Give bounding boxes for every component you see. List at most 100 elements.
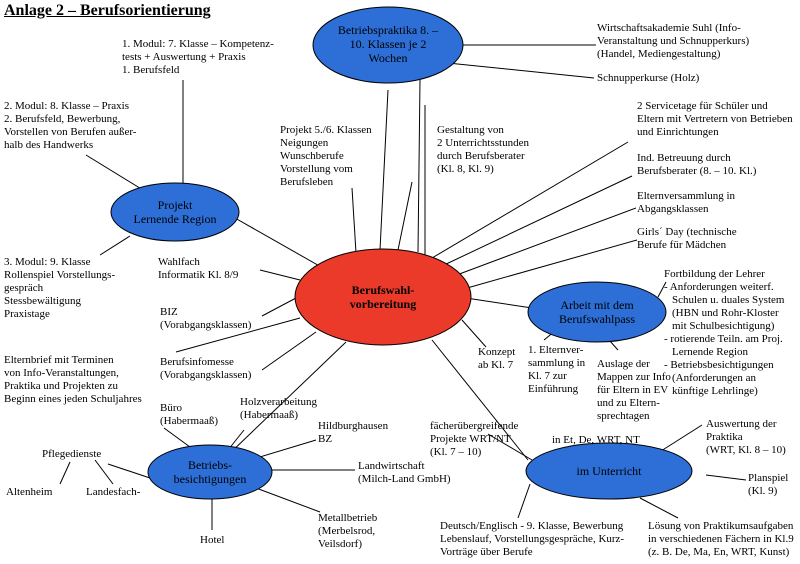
- auslage-line-2: Mappen zur Info: [597, 371, 671, 383]
- landwirt-line-1: Landwirtschaft: [358, 460, 425, 472]
- label-landes: Landesfach-: [86, 486, 140, 499]
- faecher-line-2: Projekte WRT/NT: [430, 433, 511, 445]
- auslage-line-3: für Eltern in EV: [597, 384, 669, 396]
- modul3-line-3: gespräch: [4, 282, 44, 294]
- label-modul1: 1. Modul: 7. Klasse – Kompetenz- tests +…: [122, 38, 274, 77]
- modul3-line-2: Rollenspiel Vorstellungs-: [4, 269, 116, 281]
- messe-line-2: (Vorabgangsklassen): [160, 369, 252, 381]
- elternvers-line-1: Elternversammlung in: [637, 190, 736, 202]
- arbeit-ellipse: [527, 281, 667, 343]
- label-elternvers: Elternversammlung in Abgangsklassen: [637, 190, 735, 216]
- auslage-line-1: Auslage der: [597, 358, 650, 370]
- page-title: Anlage 2 – Berufsorientierung: [4, 2, 211, 19]
- holz-line-1: Holzverarbeitung: [240, 396, 317, 408]
- biz-line-2: (Vorabgangsklassen): [160, 319, 252, 331]
- eltern1-line-2: sammlung in: [528, 357, 586, 369]
- fortbildung-line-6: - rotierende Teiln. am Proj.: [664, 333, 783, 345]
- besichtigungen-line-1: Betriebs-: [188, 458, 232, 472]
- deutsch-line-1: Deutsch/Englisch - 9. Klasse, Bewerbung: [440, 520, 624, 532]
- betriebspraktika-node: Betriebspraktika 8. – 10. Klassen je 2 W…: [318, 16, 458, 72]
- konzept-line-2: ab Kl. 7: [478, 359, 514, 371]
- auswertung-line-3: (WRT, Kl. 8 – 10): [706, 444, 786, 456]
- label-konzept: Konzept ab Kl. 7: [478, 346, 515, 372]
- auswertung-line-2: Praktika: [706, 431, 743, 443]
- loesung-line-2: in verschiedenen Fächern in Kl.9: [648, 533, 794, 545]
- fortbildung-line-9: (Anforderungen an: [672, 372, 756, 384]
- label-elternbrief: Elternbrief mit Terminen von Info-Verans…: [4, 354, 142, 406]
- label-girls: Girls´ Day (technische Berufe für Mädche…: [637, 226, 737, 252]
- label-altenheim: Altenheim: [6, 486, 52, 499]
- label-auswertung: Auswertung der Praktika (WRT, Kl. 8 – 10…: [706, 418, 786, 457]
- label-wahlfach: Wahlfach Informatik Kl. 8/9: [158, 256, 238, 282]
- modul1-line-2: tests + Auswertung + Praxis: [122, 51, 246, 63]
- gestaltung-line-3: durch Berufsberater: [437, 150, 525, 162]
- center-line-1: Berufswahl-: [351, 283, 415, 297]
- label-loesung: Lösung von Praktikumsaufgaben in verschi…: [648, 520, 794, 559]
- hotel-line-1: Hotel: [200, 534, 225, 546]
- altenheim-line-1: Altenheim: [6, 486, 53, 498]
- girls-line-2: Berufe für Mädchen: [637, 239, 727, 251]
- fortbildung-line-5: mit Schulbesichtigung): [672, 320, 775, 332]
- label-wirtschaft: Wirtschaftsakademie Suhl (Info- Veransta…: [597, 22, 749, 61]
- besichtigungen-node: Betriebs- besichtigungen: [155, 455, 265, 489]
- buero-line-2: (Habermaaß): [160, 415, 219, 427]
- faecher-line-1: fächerübergreifende: [430, 420, 519, 432]
- modul1-line-3: 1. Berufsfeld: [122, 64, 180, 76]
- arbeit-line-2: Berufswahlpass: [559, 312, 635, 326]
- label-messe: Berufsinfomesse (Vorabgangsklassen): [160, 356, 251, 382]
- modul2-line-1: 2. Modul: 8. Klasse – Praxis: [4, 100, 129, 112]
- loesung-line-1: Lösung von Praktikumsaufgaben: [648, 520, 794, 532]
- servicetage-line-3: und Einrichtungen: [637, 126, 719, 138]
- betriebspraktika-line-2: 10. Klassen je 2: [349, 37, 427, 51]
- label-projekt56: Projekt 5./6. Klassen Neigungen Wunschbe…: [280, 124, 372, 189]
- buero-line-1: Büro: [160, 402, 182, 414]
- wahlfach-line-2: Informatik Kl. 8/9: [158, 269, 239, 281]
- metall-line-2: (Merbelsrod,: [318, 525, 376, 537]
- projekt-node: Projekt Lernende Region: [118, 194, 232, 230]
- label-planspiel: Planspiel (Kl. 9): [748, 472, 788, 498]
- konzept-line-1: Konzept: [478, 346, 516, 358]
- label-metall: Metallbetrieb (Merbelsrod, Veilsdorf): [318, 512, 377, 551]
- label-landwirt: Landwirtschaft (Milch-Land GmbH): [358, 460, 451, 486]
- modul2-line-4: halb des Handwerks: [4, 139, 94, 151]
- wirtschaft-line-3: (Handel, Mediengestaltung): [597, 48, 721, 60]
- gestaltung-line-2: 2 Unterrichtsstunden: [437, 137, 529, 149]
- arbeit-line-1: Arbeit mit dem: [560, 298, 634, 312]
- elternbrief-line-2: von Info-Veranstaltungen,: [4, 367, 119, 379]
- elternvers-line-2: Abgangsklassen: [637, 203, 709, 215]
- unterricht-line-1: im Unterricht: [576, 464, 642, 478]
- label-servicetage: 2 Servicetage für Schüler und Eltern mit…: [637, 100, 793, 139]
- modul3-line-4: Stessbewältigung: [4, 295, 81, 307]
- fortbildung-line-2: - Anforderungen weiterf.: [664, 281, 774, 293]
- eltern1-line-3: Kl. 7 zur: [528, 370, 567, 382]
- inet-line-1: in Et, De, WRT, NT: [552, 434, 640, 446]
- projekt56-line-4: Vorstellung vom: [280, 163, 353, 175]
- projekt-line-2: Lernende Region: [133, 212, 217, 226]
- hildburg-line-1: Hildburghausen: [318, 420, 389, 432]
- planspiel-line-1: Planspiel: [748, 472, 789, 484]
- label-hotel: Hotel: [200, 534, 224, 547]
- fortbildung-line-8: - Betriebsbesichtigungen: [664, 359, 774, 371]
- projekt56-line-2: Neigungen: [280, 137, 329, 149]
- fortbildung-line-10: künftige Lehrlinge): [672, 385, 758, 397]
- unterricht-node: im Unterricht: [540, 462, 678, 480]
- eltern1-line-4: Einführung: [528, 383, 579, 395]
- modul1-line-1: 1. Modul: 7. Klasse – Kompetenz-: [122, 38, 274, 50]
- modul2-line-2: 2. Berufsfeld, Bewerbung,: [4, 113, 121, 125]
- besichtigungen-ellipse: [147, 444, 273, 500]
- elternbrief-line-1: Elternbrief mit Terminen: [4, 354, 114, 366]
- label-gestaltung: Gestaltung von 2 Unterrichtsstunden durc…: [437, 124, 529, 176]
- label-hildburg: Hildburghausen BZ: [318, 420, 388, 446]
- wahlfach-line-1: Wahlfach: [158, 256, 200, 268]
- projekt-ellipse: [110, 182, 240, 242]
- label-buero: Büro (Habermaaß): [160, 402, 218, 428]
- label-deutsch: Deutsch/Englisch - 9. Klasse, Bewerbung …: [440, 520, 624, 559]
- modul3-line-5: Praxistage: [4, 308, 50, 320]
- label-modul3: 3. Modul: 9. Klasse Rollenspiel Vorstell…: [4, 256, 115, 321]
- hildburg-line-2: BZ: [318, 433, 333, 445]
- betriebspraktika-ellipse: [312, 6, 464, 84]
- unterricht-ellipse: [525, 442, 693, 500]
- label-eltern1: 1. Elternver- sammlung in Kl. 7 zur Einf…: [528, 344, 585, 396]
- modul2-line-3: Vorstellen von Berufen außer-: [4, 126, 137, 138]
